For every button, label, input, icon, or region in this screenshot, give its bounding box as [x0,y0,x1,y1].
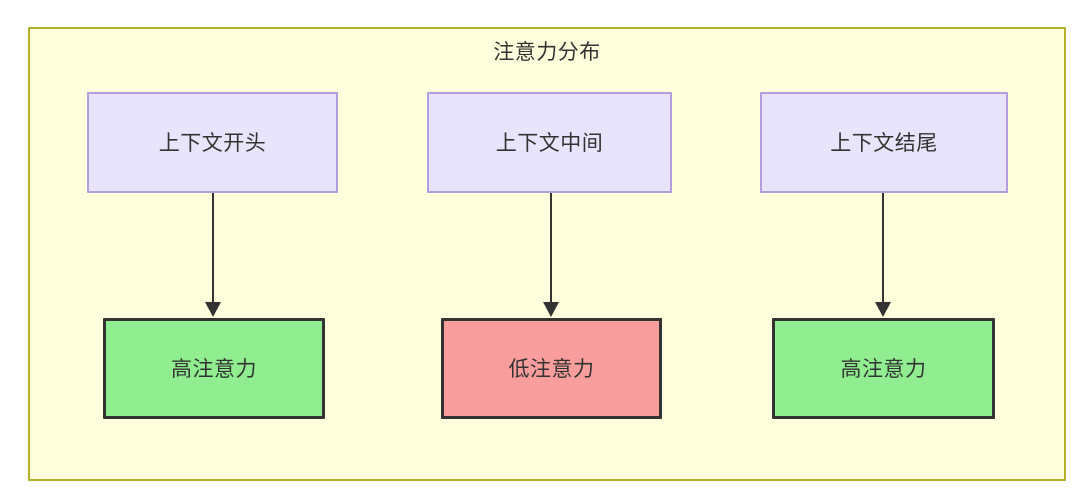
node-context-end[interactable]: 上下文结尾 [760,92,1008,193]
node-attention-high-start[interactable]: 高注意力 [103,318,325,419]
subgraph-title: 注意力分布 [493,40,601,64]
node-attention-high-end[interactable]: 高注意力 [772,318,995,419]
node-label: 上下文开头 [158,130,267,155]
node-context-start[interactable]: 上下文开头 [87,92,338,193]
node-label: 低注意力 [508,356,595,381]
node-label: 上下文结尾 [830,130,938,155]
node-attention-low-middle[interactable]: 低注意力 [441,318,662,419]
node-label: 高注意力 [171,356,257,381]
node-label: 高注意力 [840,356,927,381]
node-context-middle[interactable]: 上下文中间 [427,92,672,193]
node-label: 上下文中间 [495,130,604,155]
